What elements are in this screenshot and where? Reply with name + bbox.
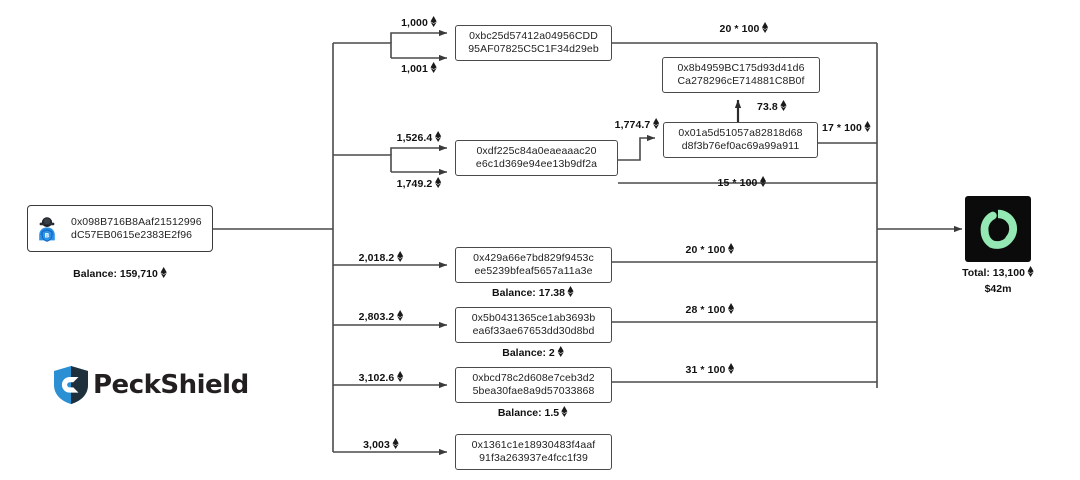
destination-usd: $42m — [984, 283, 1012, 295]
eth-icon — [727, 243, 735, 254]
label-out-n3: 17 * 100 — [822, 121, 871, 134]
label-out-n6: 28 * 100 — [686, 303, 735, 316]
balance-n6: Balance: 2 — [502, 346, 564, 359]
eth-icon — [864, 121, 871, 132]
label-in-n8: 3,003 — [363, 438, 399, 451]
eth-icon — [396, 371, 403, 382]
eth-icon — [761, 22, 769, 33]
label-in-n7: 3,102.6 — [359, 371, 404, 384]
eth-icon — [434, 177, 441, 188]
tornado-swirl-icon — [980, 209, 1018, 249]
label-in-n4: 73.8 — [757, 100, 787, 113]
eth-icon — [430, 62, 437, 73]
eth-icon — [727, 363, 735, 374]
eth-icon — [759, 176, 767, 187]
label-in-n5: 2,018.2 — [359, 251, 404, 264]
peckshield-logo: PeckShield — [52, 365, 249, 405]
eth-icon — [652, 118, 659, 129]
label-in-n2-b: 1,749.2 — [397, 177, 442, 190]
eth-icon — [780, 100, 787, 111]
eth-icon — [557, 346, 564, 357]
peckshield-shield-icon — [54, 366, 88, 404]
label-in-n6: 2,803.2 — [359, 310, 404, 323]
label-out-n5: 20 * 100 — [686, 243, 735, 256]
eth-icon — [430, 16, 437, 27]
label-in-n1-b: 1,001 — [401, 62, 437, 75]
source-balance: Balance: 159,710 — [73, 267, 167, 280]
label-out-n7: 31 * 100 — [686, 363, 735, 376]
balance-n5: Balance: 17.38 — [492, 286, 574, 299]
balance-n7: Balance: 1.5 — [498, 406, 568, 419]
label-in-n2-a: 1,526.4 — [397, 131, 442, 144]
eth-icon — [396, 310, 403, 321]
label-out-n1: 20 * 100 — [720, 22, 769, 35]
hacker-avatar-icon: B — [39, 216, 55, 242]
eth-icon — [1027, 266, 1034, 277]
label-out-n2: 15 * 100 — [718, 176, 767, 189]
eth-icon — [567, 286, 574, 297]
eth-icon — [434, 131, 441, 142]
eth-icon — [396, 251, 403, 262]
eth-icon — [727, 303, 735, 314]
eth-icon — [160, 267, 167, 278]
eth-icon — [561, 406, 568, 417]
tornado-cash-logo[interactable] — [965, 196, 1031, 262]
peckshield-wordmark: PeckShield — [93, 370, 249, 400]
eth-icon — [392, 438, 399, 449]
label-in-n3: 1,774.7 — [615, 118, 660, 131]
destination-total: Total: 13,100 — [962, 266, 1034, 279]
svg-text:B: B — [45, 232, 50, 239]
label-in-n1-a: 1,000 — [401, 16, 437, 29]
